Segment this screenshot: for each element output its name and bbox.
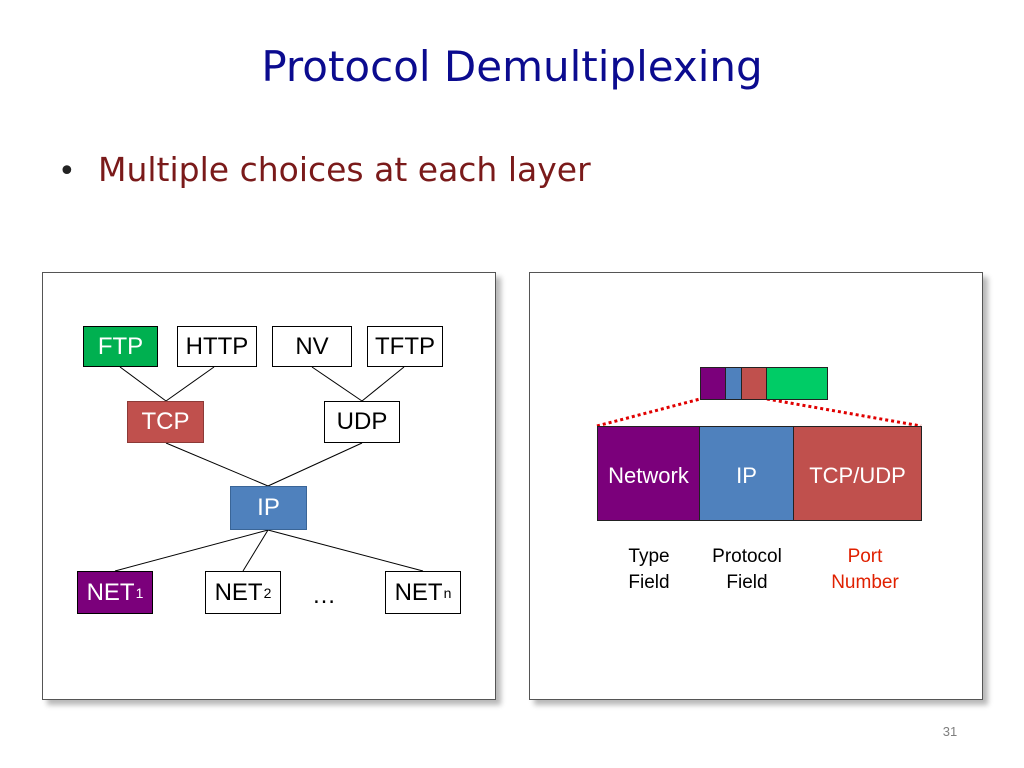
- mini-header-tcpudp: [742, 367, 767, 400]
- nv-box: NV: [272, 326, 352, 367]
- tcpudp-field: TCP/UDP: [794, 426, 922, 521]
- slide-title: Protocol Demultiplexing: [261, 42, 763, 91]
- mini-header-ip: [726, 367, 742, 400]
- ftp-box: FTP: [83, 326, 158, 367]
- port-number-caption: Port Number: [815, 544, 915, 596]
- caption-line: Field: [628, 572, 670, 593]
- bullet-text: Multiple choices at each layer: [98, 150, 591, 189]
- network-field-label: Network: [608, 463, 689, 488]
- caption-line: Number: [831, 572, 899, 593]
- net-ellipsis: …: [312, 582, 336, 609]
- http-box: HTTP: [177, 326, 257, 367]
- netn-label: NET: [394, 578, 443, 606]
- mini-header-network: [700, 367, 726, 400]
- protocol-field-caption: Protocol Field: [698, 544, 796, 596]
- ip-field-label: IP: [736, 463, 757, 488]
- caption-line: Type: [628, 546, 670, 567]
- net1-subscript: 1: [135, 584, 144, 601]
- bullet-icon: •: [58, 154, 76, 189]
- caption-line: Field: [726, 572, 768, 593]
- net2-label: NET: [214, 578, 263, 606]
- net1-label: NET: [86, 578, 135, 606]
- bullet-item: • Multiple choices at each layer: [58, 150, 591, 189]
- mini-header-payload: [767, 367, 828, 400]
- netn-subscript: n: [443, 584, 452, 601]
- tftp-box: TFTP: [367, 326, 443, 367]
- tcpudp-field-label: TCP/UDP: [809, 463, 906, 488]
- type-field-caption: Type Field: [608, 544, 690, 596]
- caption-line: Protocol: [712, 546, 782, 567]
- tcp-box: TCP: [127, 401, 204, 443]
- network-field: Network: [597, 426, 700, 521]
- net2-subscript: 2: [263, 584, 272, 601]
- udp-box: UDP: [324, 401, 400, 443]
- ip-field: IP: [700, 426, 794, 521]
- page-number: 31: [942, 724, 958, 739]
- ip-box: IP: [230, 486, 307, 530]
- caption-line: Port: [847, 546, 883, 567]
